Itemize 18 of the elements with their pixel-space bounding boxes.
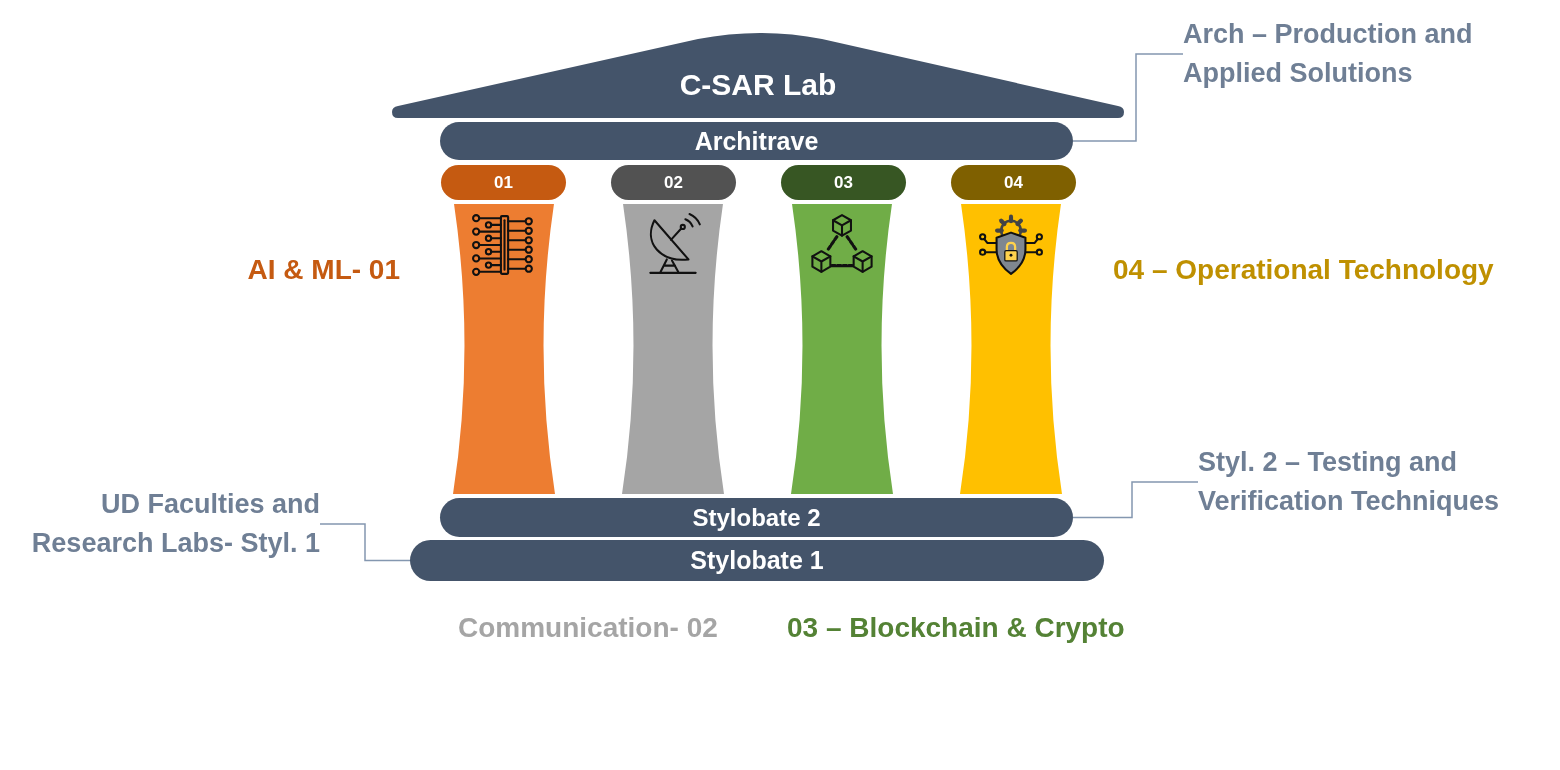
- stylobate-bar: Stylobate 2: [440, 498, 1073, 537]
- pillar-label: AI & ML- 01: [247, 253, 400, 287]
- annotation-text: Styl. 2 – Testing and Verification Techniques: [1198, 443, 1528, 521]
- pillar-label: 03 – Blockchain & Crypto: [787, 611, 1125, 645]
- stylobate-bar: Stylobate 1: [410, 540, 1104, 581]
- column-capital: 03: [781, 165, 906, 200]
- leader-line: [1072, 481, 1199, 519]
- leader-line: [1072, 53, 1184, 142]
- column-capital: 01: [441, 165, 566, 200]
- leader-line: [319, 523, 411, 562]
- column-capital: 02: [611, 165, 736, 200]
- annotation-text: UD Faculties and Research Labs- Styl. 1: [20, 485, 320, 563]
- annotation-text: Arch – Production and Applied Solutions: [1183, 15, 1493, 93]
- pillar-label: 04 – Operational Technology: [1113, 253, 1494, 287]
- pillar-label: Communication- 02: [458, 611, 718, 645]
- architrave-bar: Architrave: [440, 122, 1073, 160]
- column-capital: 04: [951, 165, 1076, 200]
- roof-title: C-SAR Lab: [679, 68, 837, 101]
